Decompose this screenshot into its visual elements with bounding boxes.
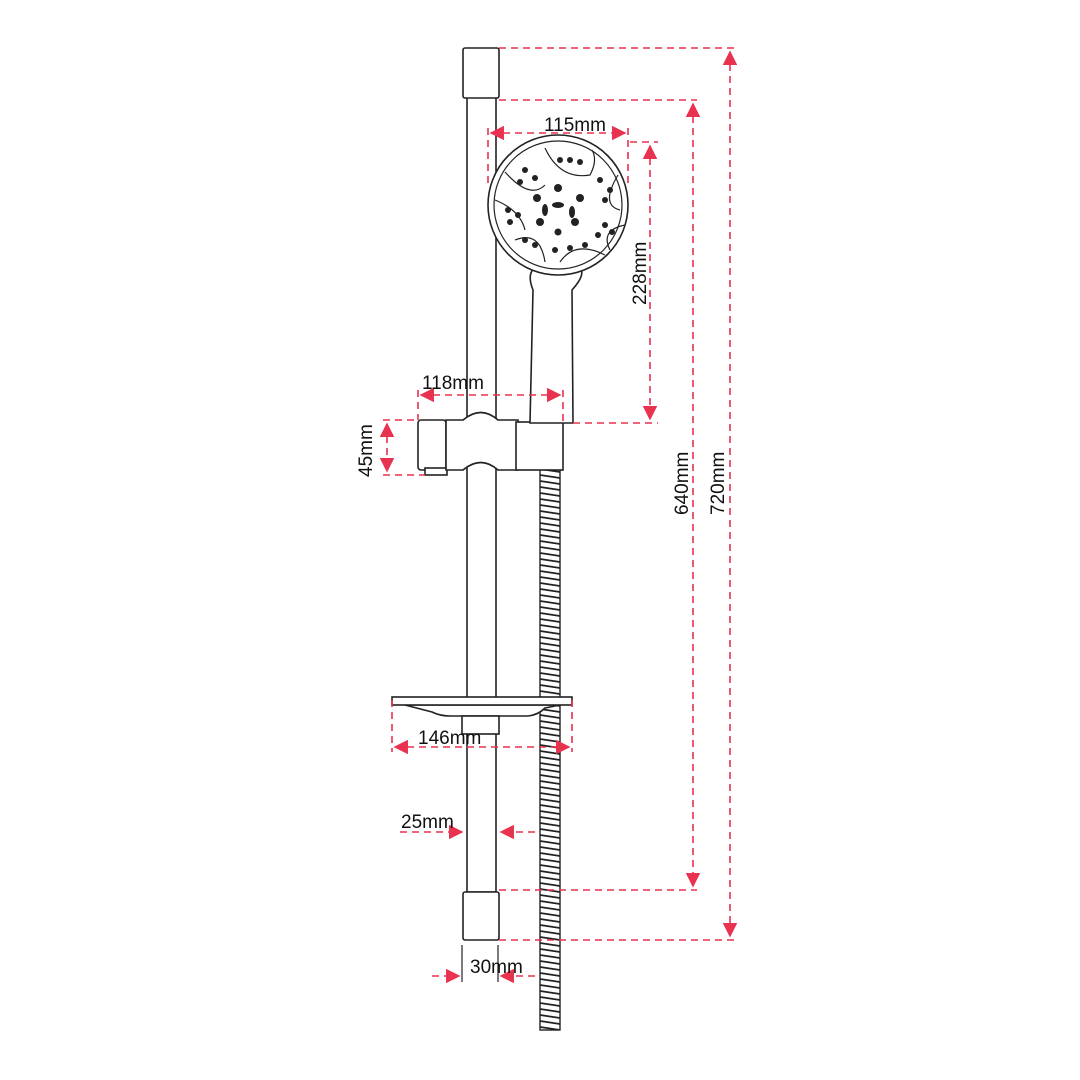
shower-hose <box>539 454 561 1031</box>
bracket-height-label: 45mm <box>356 424 377 477</box>
slide-rail <box>462 47 500 941</box>
overall-height-label: 720mm <box>708 452 729 515</box>
bracket-width-label: 118mm <box>422 373 484 394</box>
head-diameter-label: 115mm <box>544 115 606 136</box>
dimension-lines <box>379 47 738 984</box>
rail-length-label: 640mm <box>672 452 693 515</box>
handset-length-label: 228mm <box>630 242 651 305</box>
soap-dish-width-label: 146mm <box>418 728 481 749</box>
rail-bottom-cap <box>462 891 500 941</box>
rail-diameter-label: 25mm <box>401 812 454 833</box>
rail-top-cap <box>462 47 500 99</box>
end-cap-diameter-label: 30mm <box>470 957 523 978</box>
hand-shower <box>487 134 629 424</box>
